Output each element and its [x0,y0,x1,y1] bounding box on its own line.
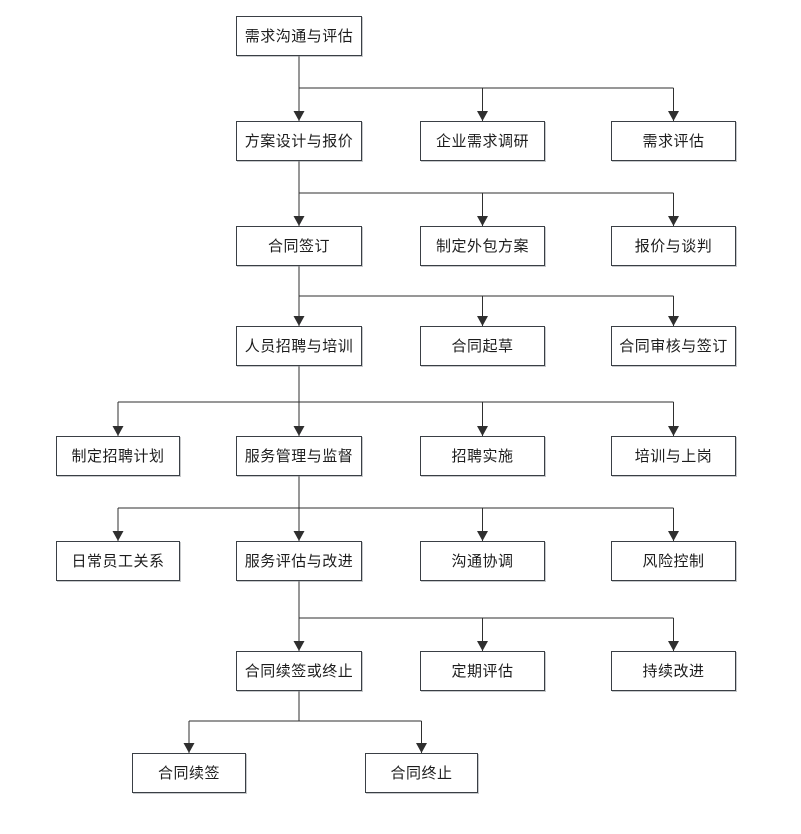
flow-node-label: 定期评估 [451,662,514,680]
connector-arrowhead [293,316,305,326]
flow-node-label: 日常员工关系 [71,552,165,570]
flow-node-label: 风险控制 [642,552,705,570]
flow-node-label: 需求评估 [642,132,705,150]
connector-arrowhead [477,216,488,226]
flow-node-n3[interactable]: 企业需求调研 [420,121,545,161]
flow-node-label: 合同终止 [390,764,453,782]
flow-node-label: 培训与上岗 [634,447,713,465]
flow-node-label: 需求沟通与评估 [244,27,354,45]
connector-arrowhead [293,111,305,121]
flow-node-label: 服务管理与监督 [244,447,354,465]
flow-node-n4[interactable]: 需求评估 [611,121,736,161]
flow-node-label: 合同续签或终止 [244,662,354,680]
connector-arrowhead [668,531,679,541]
connector-arrowhead [293,216,305,226]
flow-node-n2[interactable]: 方案设计与报价 [236,121,362,161]
flow-node-label: 方案设计与报价 [244,132,354,150]
flow-node-label: 企业需求调研 [435,132,529,150]
connector-arrowhead [477,426,488,436]
connector-arrowhead [477,111,488,121]
flow-node-n20[interactable]: 定期评估 [420,651,545,691]
flow-node-n19[interactable]: 合同续签或终止 [236,651,362,691]
connector-arrowhead [668,216,679,226]
flow-node-n7[interactable]: 报价与谈判 [611,226,736,266]
flow-node-label: 人员招聘与培训 [244,337,354,355]
flow-node-n17[interactable]: 沟通协调 [420,541,545,581]
flow-node-label: 合同续签 [157,764,220,782]
flow-node-label: 制定外包方案 [435,237,529,255]
flow-node-n21[interactable]: 持续改进 [611,651,736,691]
connector-arrowhead [112,531,124,541]
flow-node-n13[interactable]: 招聘实施 [420,436,545,476]
flow-node-n16[interactable]: 服务评估与改进 [236,541,362,581]
connector-arrowhead [668,641,679,651]
flow-node-n15[interactable]: 日常员工关系 [56,541,180,581]
flow-node-n22[interactable]: 合同续签 [132,753,246,793]
connector-arrowhead [668,426,679,436]
flow-node-n1[interactable]: 需求沟通与评估 [236,16,362,56]
flow-node-n6[interactable]: 制定外包方案 [420,226,545,266]
flow-node-n10[interactable]: 合同审核与签订 [611,326,736,366]
connector-arrowhead [477,641,488,651]
flow-node-label: 报价与谈判 [634,237,713,255]
connector-arrowhead [668,111,679,121]
connector-arrowhead [183,743,195,753]
connector-arrowhead [668,316,679,326]
connector-arrowhead [477,316,488,326]
connector-arrowhead [416,743,427,753]
flow-node-n5[interactable]: 合同签订 [236,226,362,266]
flow-node-label: 持续改进 [642,662,705,680]
connector-arrowhead [477,531,488,541]
connector-arrowhead [112,426,124,436]
connector-arrowhead [293,641,305,651]
flow-node-n11[interactable]: 制定招聘计划 [56,436,180,476]
flow-node-label: 合同起草 [451,337,514,355]
connector-arrowhead [293,531,305,541]
flow-node-n12[interactable]: 服务管理与监督 [236,436,362,476]
flow-node-n14[interactable]: 培训与上岗 [611,436,736,476]
flow-node-n23[interactable]: 合同终止 [365,753,478,793]
flow-node-label: 制定招聘计划 [71,447,165,465]
flow-node-label: 沟通协调 [451,552,514,570]
flow-node-label: 招聘实施 [451,447,514,465]
connector-arrowhead [293,426,305,436]
flow-node-label: 合同审核与签订 [619,337,728,355]
flow-node-n9[interactable]: 合同起草 [420,326,545,366]
flow-node-n18[interactable]: 风险控制 [611,541,736,581]
flow-node-label: 服务评估与改进 [244,552,354,570]
flow-node-label: 合同签订 [267,237,330,255]
flow-node-n8[interactable]: 人员招聘与培训 [236,326,362,366]
